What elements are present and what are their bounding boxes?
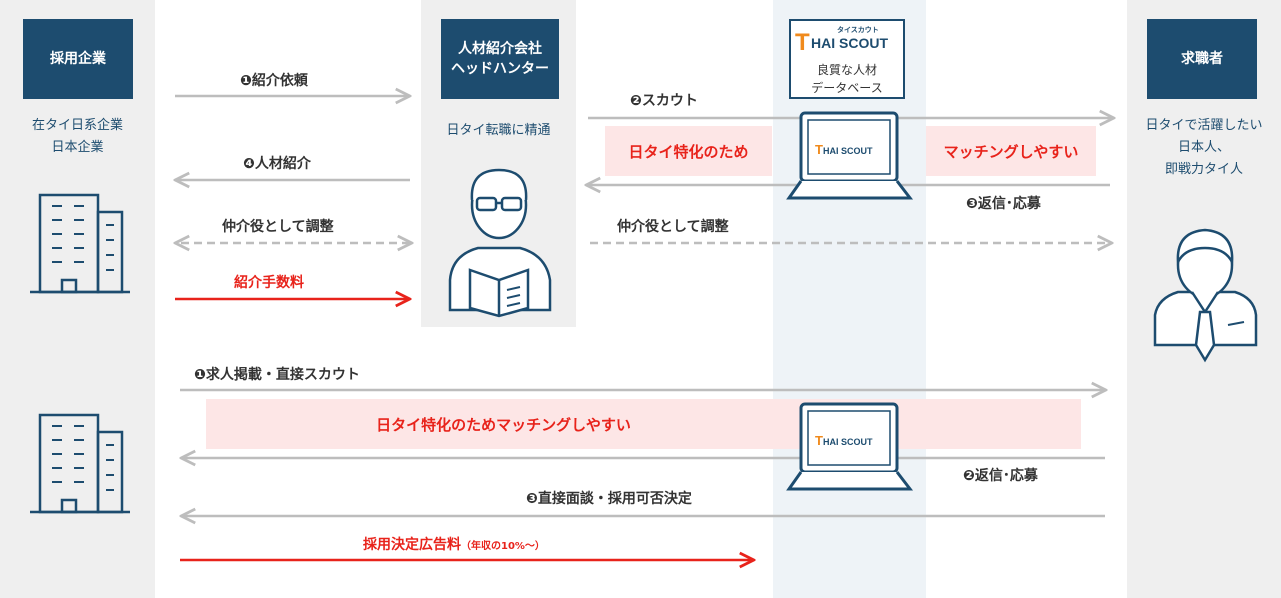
companies-box-label: 採用企業	[50, 51, 106, 67]
laptop-icon	[786, 402, 914, 491]
agency-box-line-1: 人材紹介会社	[458, 41, 542, 57]
label-interview: ❸直接面談・採用可否決定	[526, 491, 692, 507]
seekers-box: 求職者	[1147, 19, 1257, 99]
laptop-logo-t: T	[815, 433, 823, 448]
database-logo-small: タイスカウト	[837, 26, 879, 34]
label-job-posting: ❶求人掲載・直接スカウト	[194, 367, 360, 383]
database-line-2: データベース	[811, 81, 883, 95]
companies-column	[0, 0, 155, 598]
bottom-band: 日タイ特化のためマッチングしやすい	[206, 399, 1081, 449]
building-icon	[30, 413, 130, 514]
top-band-left-text: 日タイ特化のため	[628, 142, 749, 161]
agency-box: 人材紹介会社 ヘッドハンター	[441, 19, 559, 99]
top-band-right-text: マッチングしやすい	[943, 142, 1079, 161]
top-band-right: マッチングしやすい	[926, 126, 1096, 176]
companies-sub-line-1: 在タイ日系企業	[31, 118, 123, 133]
agency-sub: 日タイ転職に精通	[446, 123, 551, 138]
database-logo-box: タイスカウト T HAI SCOUT 良質な人材 データベース	[789, 19, 905, 99]
laptop-logo-t: T	[815, 142, 823, 157]
laptop-logo-bottom: THAI SCOUT	[815, 430, 872, 449]
companies-box: 採用企業	[23, 19, 133, 99]
database-logo-t: T	[795, 29, 810, 56]
laptop-logo-top: THAI SCOUT	[815, 139, 872, 158]
database-line-1: 良質な人材	[816, 63, 877, 77]
label-ad-fee: 採用決定広告料（年収の10%〜）	[363, 534, 545, 554]
seekers-sub: 日タイで活躍したい 日本人、 即戦力タイ人	[1127, 115, 1281, 181]
label-reply-bottom: ❷返信･応募	[963, 468, 1038, 484]
seekers-box-label: 求職者	[1181, 51, 1223, 67]
agency-box-line-2: ヘッドハンター	[451, 61, 549, 77]
building-icon	[30, 193, 130, 294]
laptop-logo-text: HAI SCOUT	[822, 146, 873, 156]
laptop-icon	[786, 111, 914, 200]
seekers-sub-line-3: 即戦力タイ人	[1164, 162, 1243, 177]
ad-fee-note: （年収の10%〜）	[461, 541, 545, 552]
label-referral-request: ❶紹介依頼	[240, 73, 308, 89]
ad-fee-text: 採用決定広告料	[363, 537, 461, 553]
label-mediate-right: 仲介役として調整	[617, 219, 729, 235]
database-logo-text: HAI SCOUT	[811, 35, 888, 51]
companies-sub-line-2: 日本企業	[51, 140, 104, 155]
seekers-sub-line-2: 日本人、	[1177, 140, 1230, 155]
bottom-band-text: 日タイ特化のためマッチングしやすい	[376, 415, 631, 434]
label-mediate-left: 仲介役として調整	[222, 219, 334, 235]
job-seeker-icon	[1153, 228, 1258, 363]
label-referral-fee: 紹介手数料	[234, 275, 304, 291]
label-scout: ❷スカウト	[630, 93, 698, 109]
database-column	[773, 0, 926, 598]
label-reply-top: ❸返信･応募	[966, 196, 1041, 212]
laptop-logo-text: HAI SCOUT	[822, 437, 873, 447]
label-talent-referral: ❹人材紹介	[243, 156, 311, 172]
companies-sub: 在タイ日系企業 日本企業	[10, 115, 145, 159]
headhunter-icon	[448, 168, 552, 318]
top-band-left: 日タイ特化のため	[605, 126, 772, 176]
seekers-sub-line-1: 日タイで活躍したい	[1145, 118, 1263, 133]
